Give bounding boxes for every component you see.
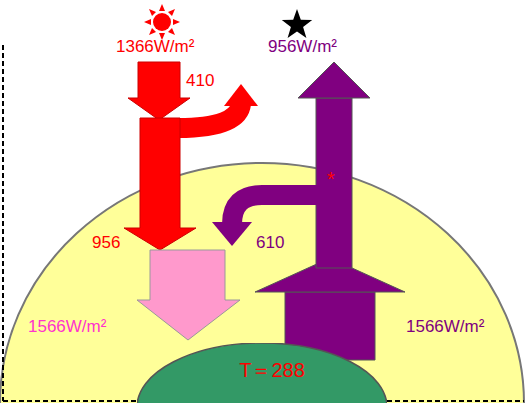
temperature-label: T＝288 [137,343,407,381]
absorbed-arrow [124,118,196,250]
flux-value: 1566W/m² [406,318,484,337]
downward-arrow [137,250,240,340]
earth: T＝288 [137,343,407,403]
sun-icon [144,4,180,40]
reflected-arrow-head [224,84,258,106]
frame-line [2,45,4,401]
outgoing-arrow [316,98,352,268]
back-radiation-head [212,222,252,246]
solar-arrow [128,62,190,120]
flux-value: 956W/m² [268,38,337,57]
flux-value: 1566W/m² [28,318,106,337]
flux-value: 410 [186,72,214,91]
reflected-arrow [178,104,241,128]
star-icon [282,9,312,38]
back-radiation-arrow [232,195,317,224]
outgoing-arrow-head [298,62,370,98]
atmosphere [0,163,524,403]
marker-symbol: * [327,168,335,190]
flux-value: 610 [256,234,284,253]
flux-value: 956 [92,234,120,253]
flux-value: 1366W/m² [116,38,194,57]
